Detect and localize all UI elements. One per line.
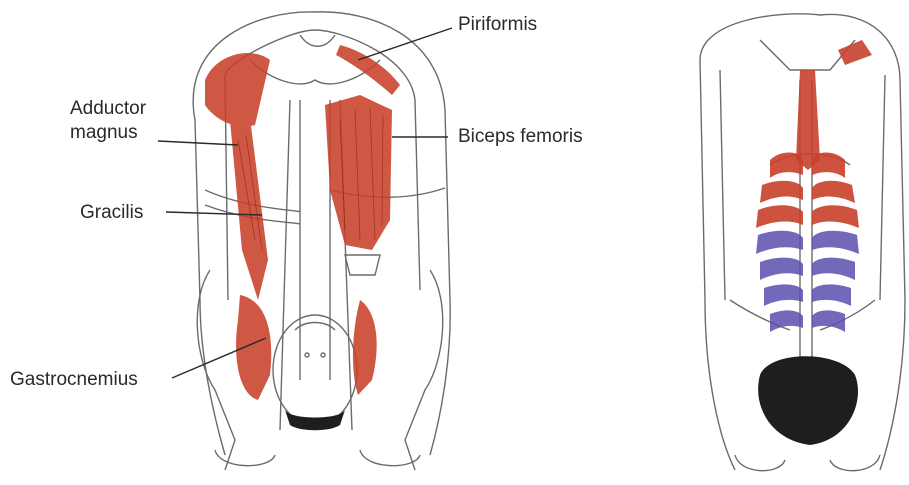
- hair-right: [758, 356, 858, 445]
- label-adductor-line2: magnus: [70, 122, 138, 144]
- left-muscles: [205, 45, 400, 400]
- label-biceps-femoris: Biceps femoris: [458, 126, 583, 148]
- hair-left: [285, 410, 345, 430]
- label-gastrocnemius: Gastrocnemius: [10, 369, 138, 391]
- label-adductor-line1: Adductor: [70, 98, 146, 120]
- ribcage-lower-purple: [756, 231, 859, 332]
- label-gracilis: Gracilis: [80, 202, 143, 224]
- shoulder-muscle: [838, 40, 872, 65]
- piriformis-leader: [358, 28, 452, 60]
- label-piriformis: Piriformis: [458, 14, 537, 36]
